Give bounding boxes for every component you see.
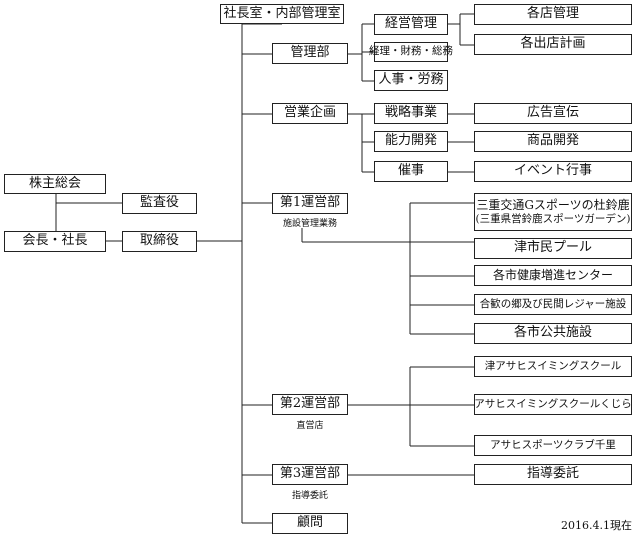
facility-tsu-pool-box: 津市民プール bbox=[474, 238, 632, 259]
auditor-box: 監査役 bbox=[122, 193, 197, 214]
advertising-label: 広告宣伝 bbox=[526, 105, 579, 121]
dept3-subtitle: 指導委託 bbox=[291, 491, 328, 501]
store-senri-label: アサヒスポーツクラブ千里 bbox=[490, 438, 616, 451]
management-dept-label: 管理部 bbox=[290, 45, 330, 61]
store-planning-box: 各出店計画 bbox=[474, 34, 632, 55]
facility-suzuka-box: 三重交通Gスポーツの杜鈴鹿 (三重県営鈴鹿スポーツガーデン) bbox=[474, 193, 632, 231]
shareholders-meeting-label: 株主総会 bbox=[28, 175, 81, 191]
dept3-box: 第3運営部 bbox=[272, 464, 348, 485]
chairman-president-label: 会長・社長 bbox=[22, 233, 88, 249]
product-dev-label: 商品開発 bbox=[526, 133, 579, 149]
sales-planning-label: 営業企画 bbox=[283, 105, 336, 121]
strategy-box: 戦略事業 bbox=[374, 103, 448, 124]
events-box: 催事 bbox=[374, 161, 448, 182]
directors-label: 取締役 bbox=[139, 233, 179, 249]
sales-planning-box: 営業企画 bbox=[272, 103, 348, 124]
as-of-date: 2016.4.1現在 bbox=[561, 519, 632, 532]
facility-suzuka-line2: (三重県営鈴鹿スポーツガーデン) bbox=[475, 212, 631, 225]
dept2-label: 第2運営部 bbox=[279, 396, 341, 412]
auditor-label: 監査役 bbox=[139, 195, 179, 211]
shareholders-meeting-box: 株主総会 bbox=[4, 174, 106, 194]
store-kujira-label: アサヒスイミングスクールくじら bbox=[474, 397, 632, 410]
business-management-label: 経営管理 bbox=[384, 16, 437, 32]
dept2-subtitle: 直営店 bbox=[296, 421, 324, 431]
facility-tsu-pool-label: 津市民プール bbox=[513, 240, 592, 256]
advisor-box: 顧問 bbox=[272, 513, 348, 534]
facility-public-box: 各市公共施設 bbox=[474, 323, 632, 344]
president-office-box: 社長室・内部管理室 bbox=[220, 4, 344, 24]
capability-dev-label: 能力開発 bbox=[384, 133, 437, 149]
capability-dev-box: 能力開発 bbox=[374, 131, 448, 152]
accounting-label: 経理・財務・総務 bbox=[369, 45, 453, 58]
connector-lines bbox=[55, 13, 474, 524]
facility-leisure-label: 合歓の郷及び民間レジャー施設 bbox=[479, 297, 627, 310]
president-office-label: 社長室・内部管理室 bbox=[223, 5, 341, 21]
management-dept-box: 管理部 bbox=[272, 43, 348, 64]
facility-suzuka-line1: 三重交通Gスポーツの杜鈴鹿 bbox=[476, 197, 630, 212]
event-execution-label: イベント行事 bbox=[513, 163, 592, 179]
instruction-outsourcing-box: 指導委託 bbox=[474, 464, 632, 485]
store-tsu-swimming-box: 津アサヒスイミングスクール bbox=[474, 356, 632, 377]
dept3-label: 第3運営部 bbox=[279, 466, 341, 482]
event-execution-box: イベント行事 bbox=[474, 161, 632, 182]
accounting-box: 経理・財務・総務 bbox=[369, 42, 453, 62]
hr-box: 人事・労務 bbox=[374, 70, 448, 91]
chairman-president-box: 会長・社長 bbox=[4, 231, 106, 252]
facility-health-center-label: 各市健康増進センター bbox=[492, 268, 613, 282]
facility-leisure-box: 合歓の郷及び民間レジャー施設 bbox=[474, 294, 632, 315]
events-label: 催事 bbox=[397, 163, 424, 179]
store-kujira-box: アサヒスイミングスクールくじら bbox=[474, 394, 632, 415]
store-tsu-swimming-label: 津アサヒスイミングスクール bbox=[484, 359, 622, 372]
store-management-label: 各店管理 bbox=[526, 6, 579, 22]
hr-label: 人事・労務 bbox=[378, 72, 444, 88]
dept1-label: 第1運営部 bbox=[279, 195, 341, 211]
instruction-outsourcing-label: 指導委託 bbox=[526, 466, 579, 482]
product-dev-box: 商品開発 bbox=[474, 131, 632, 152]
facility-health-center-box: 各市健康増進センター bbox=[474, 265, 632, 286]
advisor-label: 顧問 bbox=[296, 515, 323, 531]
business-management-box: 経営管理 bbox=[374, 14, 448, 35]
store-senri-box: アサヒスポーツクラブ千里 bbox=[474, 435, 632, 456]
strategy-label: 戦略事業 bbox=[384, 105, 437, 121]
advertising-box: 広告宣伝 bbox=[474, 103, 632, 124]
dept1-box: 第1運営部 bbox=[272, 193, 348, 214]
dept2-box: 第2運営部 bbox=[272, 394, 348, 415]
dept1-subtitle: 施設管理業務 bbox=[282, 219, 337, 229]
store-planning-label: 各出店計画 bbox=[520, 36, 586, 52]
store-management-box: 各店管理 bbox=[474, 4, 632, 25]
facility-public-label: 各市公共施設 bbox=[513, 325, 592, 341]
directors-box: 取締役 bbox=[122, 231, 197, 252]
